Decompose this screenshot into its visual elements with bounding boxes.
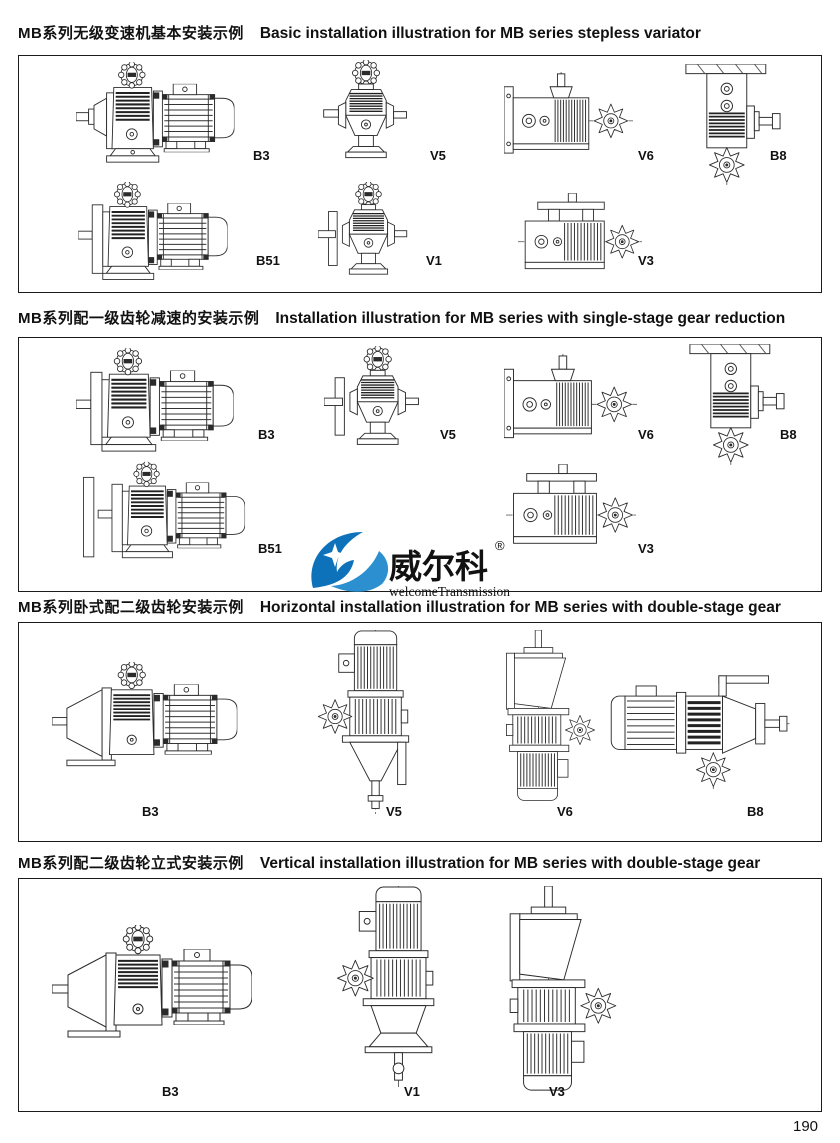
watermark-star bbox=[323, 543, 347, 567]
section2-header: MB系列配一级齿轮减速的安装示例 Installation illustrati… bbox=[18, 307, 785, 328]
motor-drawing-b51-gear bbox=[83, 458, 258, 565]
figure-label: B3 bbox=[253, 148, 270, 163]
figure-s3-b3 bbox=[52, 662, 242, 787]
figure-label: V5 bbox=[430, 148, 446, 163]
section4-title-zh: MB系列配二级齿轮立式安装示例 bbox=[18, 855, 244, 872]
motor-drawing-vert-b3 bbox=[52, 925, 257, 1060]
motor-drawing-v6 bbox=[504, 72, 633, 166]
figure-label: B8 bbox=[770, 148, 787, 163]
motor-drawing-b3-gear bbox=[76, 348, 254, 455]
section3-header: MB系列卧式配二级齿轮安装示例 Horizontal installation … bbox=[18, 596, 781, 617]
figure-label: B51 bbox=[256, 253, 280, 268]
section2-title-zh: MB系列配一级齿轮减速的安装示例 bbox=[18, 310, 260, 327]
motor-drawing-b8-gear bbox=[688, 344, 785, 466]
section2-panel bbox=[18, 337, 822, 592]
motor-drawing-v1 bbox=[318, 182, 412, 282]
motor-drawing-v5-gear bbox=[324, 346, 424, 453]
motor-drawing-v5 bbox=[320, 60, 412, 166]
section2-title-en: Installation illustration for MB series … bbox=[275, 310, 786, 327]
figure-s1-v5 bbox=[320, 60, 412, 166]
section1-title-zh: MB系列无级变速机基本安装示例 bbox=[18, 25, 244, 42]
figure-label: V5 bbox=[386, 804, 402, 819]
motor-drawing-vert-v3 bbox=[464, 886, 632, 1092]
figure-s3-v5 bbox=[300, 630, 452, 814]
section1-header: MB系列无级变速机基本安装示例 Basic installation illus… bbox=[18, 22, 701, 43]
watermark-subtitle: welcomeTransmission bbox=[389, 584, 510, 599]
motor-drawing-vert-v1 bbox=[318, 886, 480, 1087]
figure-label: V3 bbox=[549, 1084, 565, 1099]
motor-drawing-b3 bbox=[76, 62, 238, 166]
section3-title-en: Horizontal installation illustration for… bbox=[259, 599, 781, 616]
figure-label: V6 bbox=[557, 804, 573, 819]
figure-s1-v3 bbox=[518, 193, 642, 276]
figure-label: V3 bbox=[638, 253, 654, 268]
figure-s4-v3 bbox=[464, 886, 632, 1092]
section4-header: MB系列配二级齿轮立式安装示例 Vertical installation il… bbox=[18, 852, 760, 873]
figure-label: V6 bbox=[638, 427, 654, 442]
figure-label: B3 bbox=[258, 427, 275, 442]
figure-s2-b8 bbox=[688, 344, 785, 466]
motor-drawing-v3 bbox=[518, 193, 642, 276]
figure-label: V5 bbox=[440, 427, 456, 442]
figure-s2-b3 bbox=[76, 348, 254, 455]
figure-s2-v6 bbox=[504, 354, 637, 451]
motor-drawing-v6-gear bbox=[504, 354, 637, 451]
figure-label: B8 bbox=[747, 804, 764, 819]
figure-s1-v1 bbox=[318, 182, 412, 282]
section3-panel bbox=[18, 622, 822, 842]
figure-label: B51 bbox=[258, 541, 282, 556]
motor-drawing-double-b3 bbox=[52, 662, 242, 787]
figure-s4-b3 bbox=[52, 925, 257, 1060]
motor-drawing-double-b8 bbox=[610, 674, 790, 789]
motor-drawing-double-v6 bbox=[468, 630, 608, 802]
figure-s1-b51 bbox=[78, 182, 247, 283]
watermark-logo: 威尔科 ® welcomeTransmission bbox=[311, 532, 510, 599]
motor-drawing-v3-gear bbox=[506, 464, 636, 551]
watermark-registered: ® bbox=[495, 538, 505, 553]
page-number: 190 bbox=[793, 1118, 819, 1135]
section3-title-zh: MB系列卧式配二级齿轮安装示例 bbox=[18, 599, 244, 616]
watermark-swirl-light bbox=[331, 551, 389, 592]
figure-label: V1 bbox=[426, 253, 442, 268]
figure-s3-b8 bbox=[610, 674, 790, 789]
figure-s3-v6 bbox=[468, 630, 608, 802]
figure-label: B3 bbox=[162, 1084, 179, 1099]
figure-label: V6 bbox=[638, 148, 654, 163]
motor-drawing-b51 bbox=[78, 182, 247, 283]
figure-label: B3 bbox=[142, 804, 159, 819]
figure-s1-v6 bbox=[504, 72, 633, 166]
figure-s2-v5 bbox=[324, 346, 424, 453]
figure-label: V3 bbox=[638, 541, 654, 556]
motor-drawing-double-v5 bbox=[300, 630, 452, 814]
figure-s2-b51 bbox=[80, 458, 258, 565]
section4-panel bbox=[18, 878, 822, 1112]
motor-drawing-b8 bbox=[684, 64, 781, 186]
figure-s4-v1 bbox=[318, 886, 480, 1087]
section4-title-en: Vertical installation illustration for M… bbox=[259, 855, 761, 872]
figure-s2-v3 bbox=[506, 464, 636, 551]
figure-s1-b8 bbox=[684, 64, 781, 186]
watermark-brand-text: 威尔科 bbox=[389, 548, 488, 585]
section1-panel bbox=[18, 55, 822, 293]
figure-s1-b3 bbox=[76, 62, 238, 166]
figure-label: B8 bbox=[780, 427, 797, 442]
figure-label: V1 bbox=[404, 1084, 420, 1099]
section1-title-en: Basic installation illustration for MB s… bbox=[259, 25, 701, 42]
